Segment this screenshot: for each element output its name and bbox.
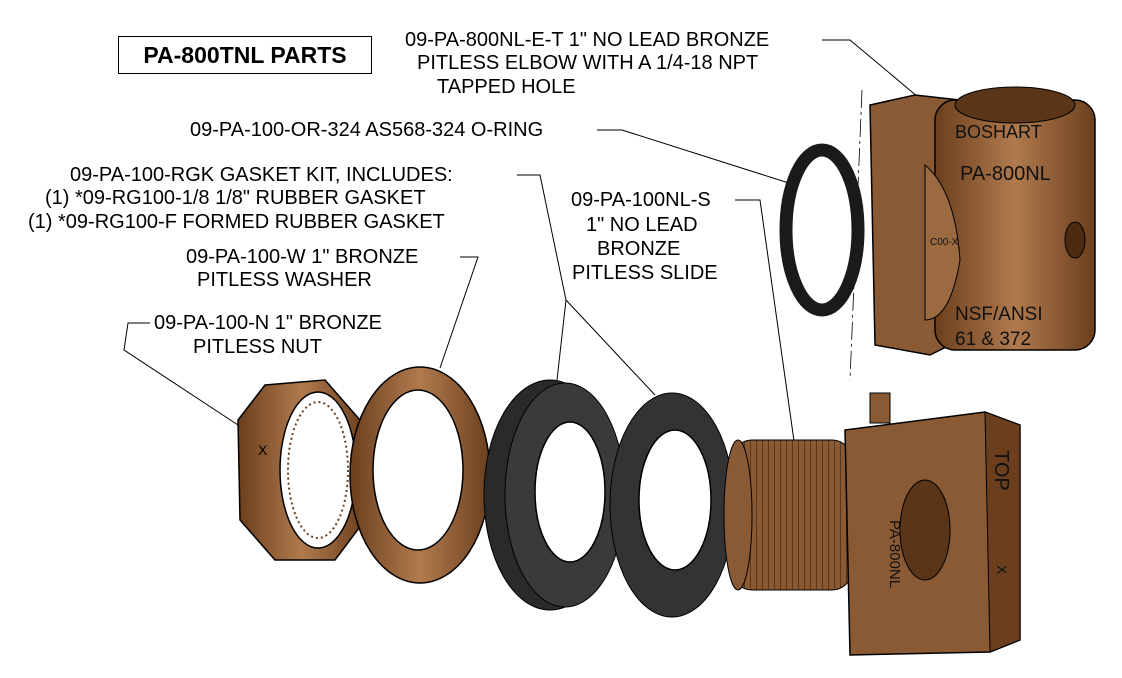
elbow-model-mark: PA-800NL: [960, 163, 1051, 185]
leader-gasket-kit-2: [565, 299, 656, 396]
leader-slide: [735, 199, 796, 449]
elbow-code-mark: C00-X: [930, 237, 959, 248]
flat-rubber-gasket: [609, 392, 735, 618]
nut-label-2: PITLESS NUT: [193, 336, 322, 358]
gasket-kit-label-2: (1) *09-RG100-1/8 1/8" RUBBER GASKET: [45, 187, 426, 209]
elbow-label-1: 09-PA-800NL-E-T 1" NO LEAD BRONZE: [405, 29, 770, 51]
slide-label-2: 1" NO LEAD: [586, 214, 698, 236]
pitless-nut: X: [237, 379, 366, 561]
gasket-kit-label-1: 09-PA-100-RGK GASKET KIT, INCLUDES:: [70, 164, 453, 186]
gasket-kit-label-3: (1) *09-RG100-F FORMED RUBBER GASKET: [28, 211, 445, 233]
leader-nut: [123, 322, 239, 426]
diagram-title: PA-800TNL PARTS: [118, 36, 372, 74]
slide-label-4: PITLESS SLIDE: [572, 262, 718, 284]
leader-gasket-kit: [517, 174, 567, 381]
elbow-cert-mark-1: NSF/ANSI: [955, 304, 1043, 325]
slide-label-1: 09-PA-100NL-S: [571, 189, 711, 211]
oring-label: 09-PA-100-OR-324 AS568-324 O-RING: [190, 119, 544, 141]
leader-oring: [597, 129, 796, 186]
slide-label-3: BRONZE: [597, 238, 681, 260]
pitless-washer: [349, 366, 491, 584]
pitless-slide: PA-800NL TOP X: [723, 392, 1021, 656]
slide-top-mark: TOP: [990, 450, 1012, 491]
washer-label-2: PITLESS WASHER: [197, 269, 372, 291]
nut-mark: X: [258, 442, 268, 458]
elbow-cert-mark-2: 61 & 372: [955, 329, 1031, 350]
slide-model-mark: PA-800NL: [886, 520, 903, 588]
slide-x-mark: X: [994, 565, 1010, 575]
o-ring: [779, 143, 865, 317]
leader-washer: [439, 256, 479, 369]
elbow-label-3: TAPPED HOLE: [437, 76, 576, 98]
elbow-brand-mark: BOSHART: [955, 122, 1042, 142]
washer-label-1: 09-PA-100-W 1" BRONZE: [186, 246, 419, 268]
formed-rubber-gasket: [483, 379, 626, 611]
elbow-label-2: PITLESS ELBOW WITH A 1/4-18 NPT: [417, 52, 759, 74]
pitless-elbow: BOSHART PA-800NL C00-X NSF/ANSI 61 & 372: [869, 86, 1096, 356]
leader-elbow: [822, 39, 919, 98]
nut-label-1: 09-PA-100-N 1" BRONZE: [154, 312, 382, 334]
